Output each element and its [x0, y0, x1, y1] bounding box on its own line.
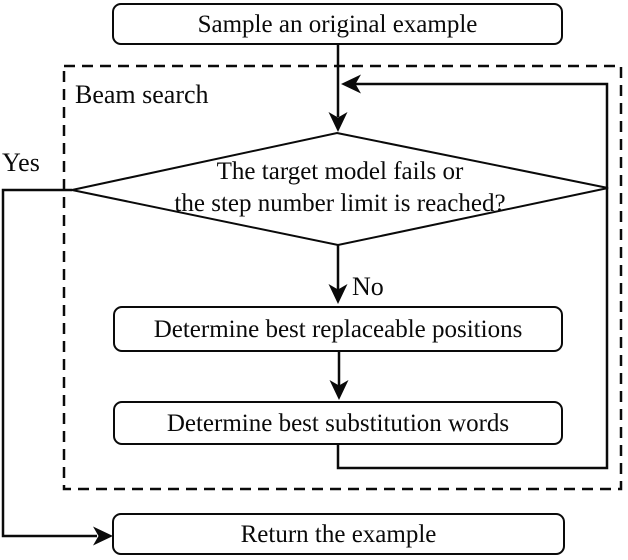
decision-label-line2: the step number limit is reached?: [174, 190, 506, 217]
yes-edge-label: Yes: [2, 148, 40, 177]
down-arrowhead-icon: [329, 380, 349, 400]
decision-label-line1: The target model fails or: [216, 158, 464, 185]
down-arrowhead-icon: [328, 284, 348, 304]
node-sample-original-example: Sample an original example: [112, 3, 563, 45]
beam-search-label: Beam search: [75, 80, 209, 109]
loop-back-arrowhead-icon: [341, 74, 361, 94]
right-arrowhead-icon: [93, 526, 113, 546]
decision-label: The target model fails or the step numbe…: [130, 156, 550, 220]
node-return-example: Return the example: [112, 513, 565, 555]
node-determine-replaceable-positions: Determine best replaceable positions: [113, 306, 563, 352]
loop-back-line: [336, 82, 609, 470]
down-arrowhead-icon: [328, 112, 348, 132]
no-edge-label: No: [352, 272, 384, 301]
yes-branch-line: [1, 188, 97, 538]
beam-search-container: [62, 64, 623, 491]
node-determine-substitution-words: Determine best substitution words: [113, 401, 563, 445]
